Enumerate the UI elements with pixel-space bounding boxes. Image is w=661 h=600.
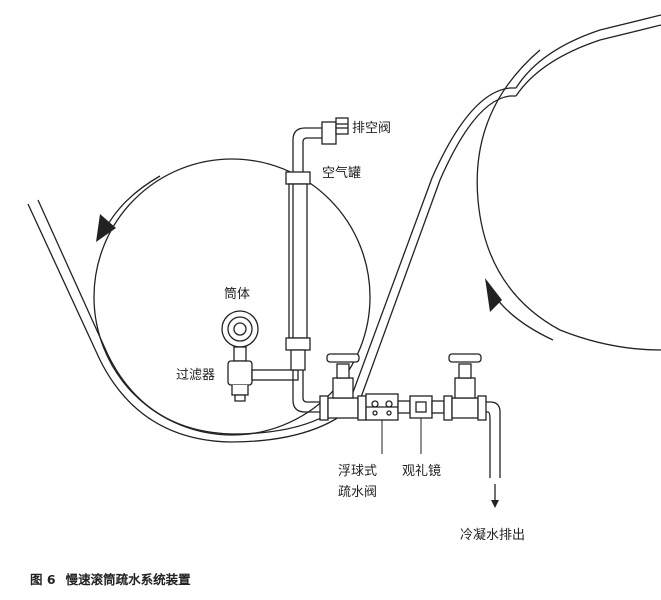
label-filter: 过滤器	[176, 368, 216, 383]
web-inner-line	[37, 87, 516, 435]
label-vent-valve: 排空阀	[352, 121, 392, 136]
right-globe-valve	[443, 353, 487, 421]
label-cylinder: 筒体	[224, 287, 251, 302]
right-drum-arc	[476, 49, 661, 351]
outlet-pipe	[486, 401, 501, 508]
right-rotation-arrowhead	[485, 278, 502, 312]
label-condensate-outlet: 冷凝水排出	[460, 528, 526, 543]
caption-title: 慢速滚筒疏水系统装置	[65, 572, 191, 587]
vent-valve	[321, 117, 349, 145]
web-right-outer	[515, 24, 661, 97]
filter-body	[227, 360, 299, 402]
label-sight-glass: 观礼镜	[402, 464, 442, 479]
label-float-trap-line2: 疏水阀	[338, 485, 378, 500]
left-rotation-arrowhead	[96, 214, 116, 242]
caption-number: 图 6	[30, 572, 56, 587]
float-trap	[365, 393, 411, 421]
figure-caption: 图 6 慢速滚筒疏水系统装置	[30, 569, 201, 588]
left-globe-valve	[319, 353, 367, 421]
web-right-inner	[515, 14, 661, 89]
web-outer-line	[27, 95, 516, 443]
label-float-trap-line1: 浮球式	[338, 464, 378, 479]
air-tank	[285, 127, 322, 413]
label-air-tank: 空气罐	[322, 166, 362, 181]
cylinder-joint	[221, 310, 259, 362]
drum-circle	[93, 158, 371, 436]
sight-glass	[409, 395, 445, 419]
